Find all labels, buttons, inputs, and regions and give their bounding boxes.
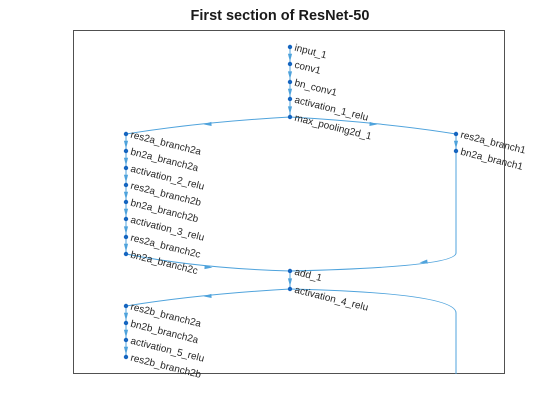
node-res2b_branch2a[interactable] xyxy=(123,303,129,309)
edge-max_pooling2d_1-to-res2a_branch1 xyxy=(289,116,457,135)
node-label-input_1: input_1 xyxy=(293,43,328,62)
node-bn2a_branch2a[interactable] xyxy=(123,148,129,154)
node-bn_conv1[interactable] xyxy=(287,79,293,85)
edge-arrowhead xyxy=(123,243,129,252)
edge-bn2a_branch1-to-add_1 xyxy=(289,151,457,272)
edge-arrowhead xyxy=(287,71,293,80)
node-res2b_branch2b[interactable] xyxy=(123,354,129,360)
edge-arrowhead xyxy=(123,174,129,183)
node-add_1[interactable] xyxy=(287,268,293,274)
node-activation_3_relu[interactable] xyxy=(123,216,129,222)
plot-title: First section of ResNet-50 xyxy=(190,8,370,24)
node-res2a_branch1[interactable] xyxy=(453,131,459,137)
node-label-add_1: add_1 xyxy=(293,267,323,285)
edge-arrowhead xyxy=(204,265,213,270)
nodes xyxy=(123,44,459,360)
edge-activation_4_relu-to-res2b_branch2a xyxy=(125,288,291,307)
node-activation_5_relu[interactable] xyxy=(123,337,129,343)
edge-arrowhead xyxy=(203,293,212,299)
node-bn2a_branch2c[interactable] xyxy=(123,251,129,257)
node-activation_2_relu[interactable] xyxy=(123,165,129,171)
node-res2a_branch2c[interactable] xyxy=(123,234,129,240)
edge-arrowhead xyxy=(123,157,129,166)
edge-arrowhead xyxy=(453,140,459,149)
edge-arrowhead xyxy=(419,259,428,264)
node-max_pooling2d_1[interactable] xyxy=(287,114,293,120)
edge-arrowhead xyxy=(123,226,129,235)
edge-arrowhead xyxy=(287,278,293,287)
node-bn2a_branch2b[interactable] xyxy=(123,199,129,205)
node-conv1[interactable] xyxy=(287,61,293,67)
edge-arrowhead xyxy=(123,312,129,321)
edge-activation_4_relu-to-res2b_branch2c xyxy=(289,288,457,374)
edge-arrowhead xyxy=(287,53,293,62)
node-res2a_branch2b[interactable] xyxy=(123,182,129,188)
edge-arrowhead xyxy=(123,346,129,355)
node-activation_4_relu[interactable] xyxy=(287,286,293,292)
edge-arrowhead xyxy=(123,191,129,200)
edge-arrowhead xyxy=(123,329,129,338)
edge-bn2a_branch2c-to-add_1 xyxy=(125,253,291,272)
edge-arrowhead xyxy=(369,121,378,127)
edge-arrowhead xyxy=(123,140,129,149)
node-label-activation_4_relu: activation_4_relu xyxy=(293,285,369,314)
node-label-conv1: conv1 xyxy=(293,60,322,77)
edge-arrowhead xyxy=(454,382,458,390)
node-input_1[interactable] xyxy=(287,44,293,50)
edge-arrowhead xyxy=(287,106,293,115)
edge-arrowhead xyxy=(123,208,129,217)
edge-arrowhead xyxy=(287,88,293,97)
node-bn2b_branch2a[interactable] xyxy=(123,320,129,326)
node-bn2a_branch1[interactable] xyxy=(453,148,459,154)
node-activation_1_relu[interactable] xyxy=(287,96,293,102)
node-labels: input_1conv1bn_conv1activation_1_relumax… xyxy=(129,43,527,381)
node-res2a_branch2a[interactable] xyxy=(123,131,129,137)
edge-max_pooling2d_1-to-res2a_branch2a xyxy=(125,116,291,135)
axes-box xyxy=(73,30,505,374)
edges xyxy=(123,47,459,390)
edge-arrowhead xyxy=(203,121,212,127)
